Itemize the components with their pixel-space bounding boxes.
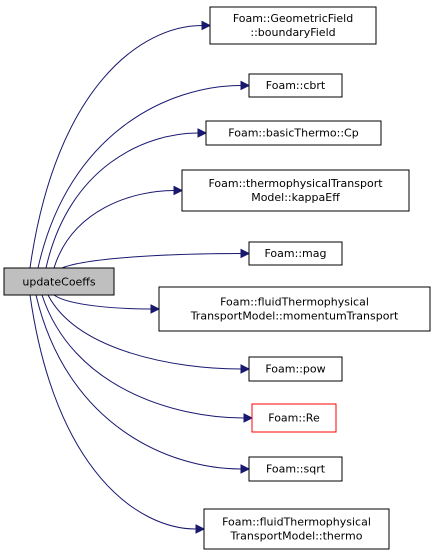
node-foam-basicthermo-cp[interactable]: Foam::basicThermo::Cp: [205, 120, 382, 146]
node-label-line: Foam::fluidThermophysical: [220, 296, 369, 309]
node-label-line: Foam::cbrt: [266, 79, 326, 92]
edge-updateCoeffs-to-foam-cbrt: [37, 85, 242, 269]
node-foam-fluidthermophysicaltransportmodel-momentumtransport[interactable]: Foam::fluidThermophysicalTransportModel:…: [158, 286, 431, 332]
edges: [29, 20, 254, 534]
node-label-line: ::boundaryField: [250, 26, 335, 39]
node-box: [248, 356, 343, 382]
node-label-line: Foam::thermophysicalTransport: [208, 177, 383, 190]
node-label-line: Model::kappaEff: [251, 191, 340, 204]
node-box: [248, 456, 343, 482]
edge-arrowhead: [195, 524, 206, 534]
node-label-line: Foam::pow: [265, 363, 325, 376]
root-node-updateCoeffs[interactable]: updateCoeffs: [3, 267, 115, 296]
node-label-line: Foam::fluidThermophysical: [222, 516, 371, 529]
node-foam-geometricfield-boundaryfield[interactable]: Foam::GeometricField::boundaryField: [209, 6, 377, 45]
node-foam-sqrt[interactable]: Foam::sqrt: [248, 456, 343, 482]
node-foam-fluidthermophysicaltransportmodel-thermo[interactable]: Foam::fluidThermophysicalTransportModel:…: [203, 508, 390, 550]
node-box: [248, 241, 343, 266]
node-label-line: TransportModel::thermo: [230, 530, 363, 543]
node-box: [251, 403, 337, 433]
edge-arrowhead: [150, 304, 161, 314]
edge-arrowhead: [173, 185, 184, 196]
callee-nodes: Foam::GeometricField::boundaryFieldFoam:…: [158, 6, 431, 550]
node-label-line: Foam::basicThermo::Cp: [228, 127, 358, 140]
node-foam-mag[interactable]: Foam::mag: [248, 241, 343, 266]
edge-updateCoeffs-to-foam-thermophysicaltransportmodel-kappaeff: [53, 190, 175, 269]
edge-updateCoeffs-to-foam-fluidthermophysicaltransportmodel-momentumtransport: [53, 294, 152, 310]
edge-updateCoeffs-to-foam-geometricfield-boundaryfield: [29, 25, 203, 269]
node-box: [209, 6, 377, 45]
node-label-line: TransportModel::momentumTransport: [190, 310, 399, 323]
edge-arrowhead: [240, 248, 251, 259]
edge-arrowhead: [197, 128, 208, 138]
edge-arrowhead: [201, 20, 212, 31]
edge-updateCoeffs-to-foam-sqrt: [35, 294, 242, 470]
node-foam-pow[interactable]: Foam::pow: [248, 356, 343, 382]
edge-arrowhead: [243, 413, 254, 423]
node-foam-re[interactable]: Foam::Re: [251, 403, 337, 433]
edge-arrowhead: [240, 80, 251, 91]
edge-updateCoeffs-to-foam-re: [41, 294, 245, 419]
node-foam-thermophysicaltransportmodel-kappaeff[interactable]: Foam::thermophysicalTransportModel::kapp…: [181, 169, 410, 212]
edge-updateCoeffs-to-foam-mag: [61, 253, 242, 269]
edge-arrowhead: [240, 464, 251, 474]
node-label-line: Foam::GeometricField: [233, 12, 353, 25]
node-foam-cbrt[interactable]: Foam::cbrt: [248, 73, 343, 98]
edge-updateCoeffs-to-foam-pow: [47, 294, 242, 370]
node-box: [158, 286, 431, 332]
node-label-line: Foam::sqrt: [266, 463, 326, 476]
edge-updateCoeffs-to-foam-basicthermo-cp: [45, 132, 199, 269]
node-box: [248, 73, 343, 98]
node-box: [203, 508, 390, 550]
node-box: [181, 169, 410, 212]
node-box: [205, 120, 382, 146]
edge-arrowhead: [240, 364, 251, 374]
node-label-line: Foam::mag: [265, 247, 327, 260]
edge-updateCoeffs-to-foam-fluidthermophysicaltransportmodel-thermo: [29, 294, 197, 530]
node-label-line: Foam::Re: [268, 412, 320, 425]
root-node-label: updateCoeffs: [22, 276, 96, 289]
